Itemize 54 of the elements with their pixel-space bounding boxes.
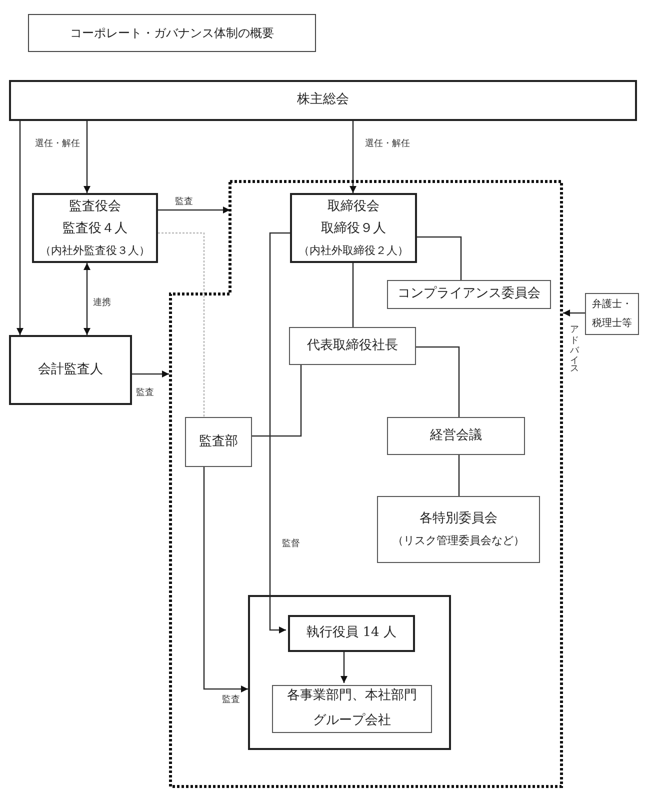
committee-box xyxy=(377,496,540,563)
box-title: 各特別委員会 xyxy=(420,510,498,528)
connector-line xyxy=(352,263,354,327)
arrow xyxy=(269,232,290,634)
council-box xyxy=(387,417,525,455)
auditor-box xyxy=(9,335,132,405)
edge-label: 監督 xyxy=(281,537,301,550)
box-title: 監査部 xyxy=(199,432,238,451)
box-note: （内社外取締役２人） xyxy=(298,243,408,260)
box-title: 取締役会 xyxy=(328,198,380,216)
advisor-box xyxy=(585,293,639,335)
box-note: （内社外監査役３人） xyxy=(40,243,150,260)
arrow xyxy=(16,121,24,335)
group-frame xyxy=(248,595,451,750)
edge-label: 監査 xyxy=(135,386,155,399)
edge-label: 連携 xyxy=(92,296,112,309)
title-box: コーポレート・ガバナンス体制の概要 xyxy=(28,14,316,52)
arrow xyxy=(350,121,356,193)
connector-line xyxy=(416,346,460,417)
arrow xyxy=(84,263,90,335)
edge-label: 監査 xyxy=(174,195,194,208)
officer-box xyxy=(288,615,415,652)
arrow xyxy=(84,121,90,193)
arrow xyxy=(132,370,169,378)
connector-line xyxy=(417,236,462,280)
arrow xyxy=(158,206,230,214)
box-title: 監査役会 xyxy=(69,198,121,216)
box-title: 株主総会 xyxy=(297,91,349,110)
board-box xyxy=(32,193,158,263)
connector-line xyxy=(252,365,302,437)
box-title: 弁護士・税理士等 xyxy=(591,298,633,331)
committee-box xyxy=(387,280,551,309)
box-title: 各事業部門、本社部門グループ会社 xyxy=(287,687,417,730)
connector-line xyxy=(158,232,204,418)
board-box xyxy=(290,193,417,263)
department-box xyxy=(185,417,252,467)
edge-label: 選任・解任 xyxy=(34,137,81,150)
arrow xyxy=(563,310,585,316)
meeting-box xyxy=(9,80,637,121)
president-box xyxy=(289,327,416,365)
connector-line xyxy=(458,455,460,496)
box-title: 執行役員 14 人 xyxy=(306,624,396,642)
box-note: （リスク管理委員会など） xyxy=(392,533,524,550)
arrow xyxy=(203,467,248,692)
edge-label: 監査 xyxy=(221,693,241,706)
box-title: 会計監査人 xyxy=(38,360,103,379)
box-title: コンプライアンス委員会 xyxy=(398,285,540,304)
division-box xyxy=(272,685,432,733)
edge-label: 選任・解任 xyxy=(364,137,411,150)
box-note: 監査役４人 xyxy=(62,220,128,238)
box-title: 代表取締役社長 xyxy=(307,336,398,355)
box-note: 取締役９人 xyxy=(321,220,386,238)
box-title: 経営会議 xyxy=(430,426,482,445)
arrow xyxy=(340,650,348,683)
